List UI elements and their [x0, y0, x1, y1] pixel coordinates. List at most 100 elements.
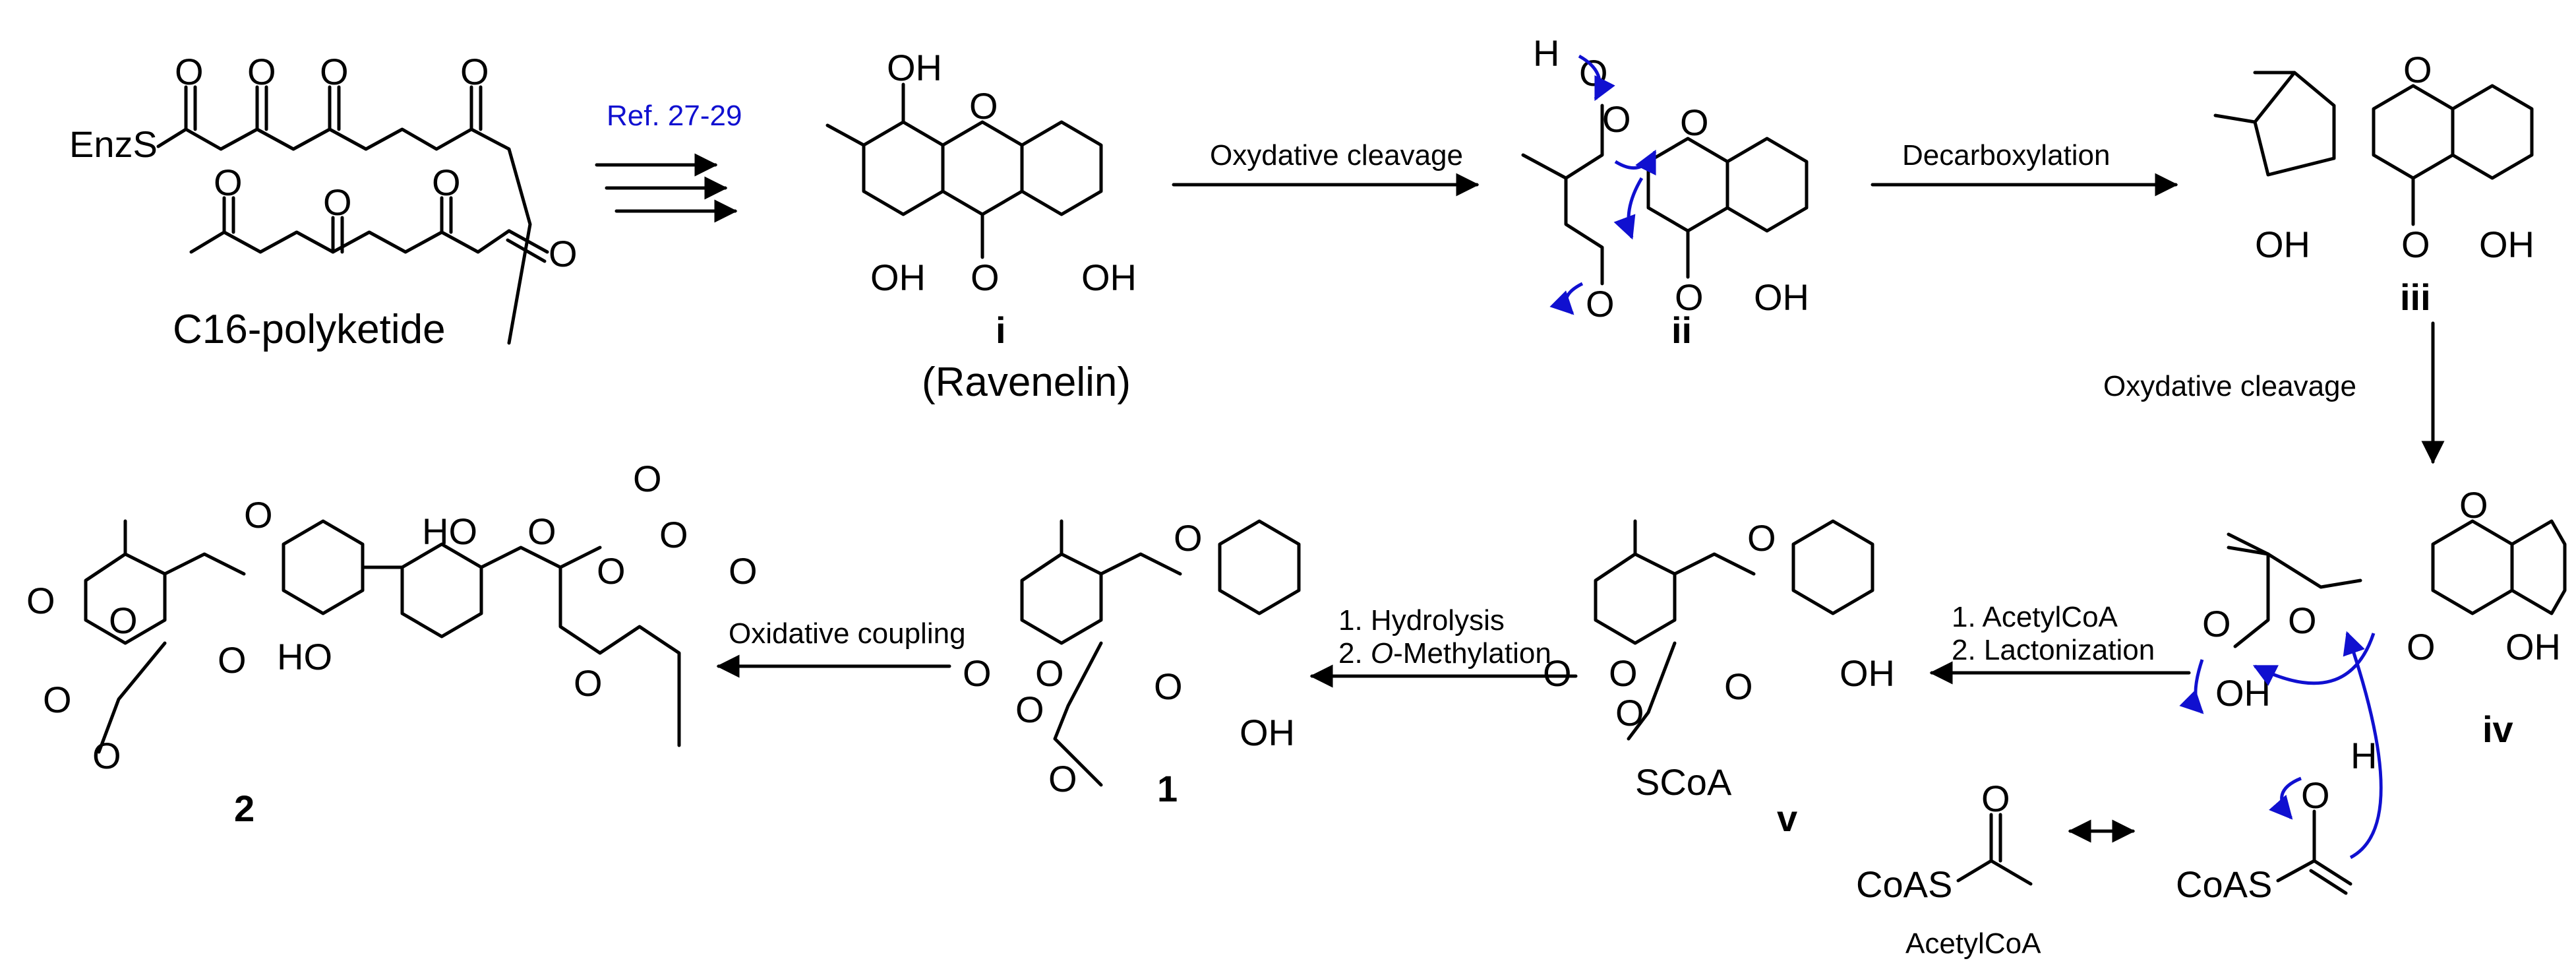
iv-mechanism-arrow-1 — [2252, 633, 2376, 686]
ii-mechanism-arrow-1 — [1578, 54, 1615, 102]
ii-h: H — [1533, 32, 1559, 74]
compound-label-1: 1 — [1157, 768, 1178, 809]
c2-right-lactone-o1: O — [597, 550, 626, 592]
v-oh: OH — [1840, 652, 1895, 694]
iii-oh-right: OH — [2479, 224, 2534, 265]
c1-ring-o: O — [1174, 517, 1203, 559]
iii-oh-left: OH — [2255, 224, 2310, 265]
compound-v-structure: O O O O OH O SCoA — [1543, 517, 1895, 803]
compound-label-v: v — [1777, 797, 1797, 839]
ravenelin-name: (Ravenelin) — [922, 359, 1131, 405]
iv-ketone-o-1: O — [2288, 600, 2317, 641]
compound-label-iv: iv — [2482, 708, 2513, 750]
step-label-lactonization: 2. Lactonization — [1952, 634, 2155, 666]
iv-oh-aromatic: OH — [2505, 626, 2561, 668]
v-lactone-o2: O — [1609, 652, 1638, 694]
polyketide-o1: O — [175, 51, 204, 92]
ravenelin-ring-o: O — [969, 85, 998, 127]
v-ketone-o: O — [1724, 666, 1753, 707]
iv-ketone-o-2: O — [2407, 626, 2436, 668]
ii-o-ketone: O — [1586, 283, 1615, 325]
c2-right-lactone-o2: O — [729, 550, 758, 592]
compound-label-ii: ii — [1671, 309, 1692, 351]
c2-left-lactone-o2: O — [109, 600, 138, 641]
ii-mechanism-arrow-2 — [1614, 149, 1657, 176]
compound-1-structure: O O O O OH O O — [963, 517, 1301, 799]
step-label-hydrolysis: 1. Hydrolysis — [1338, 604, 1505, 637]
v-thioester-o: O — [1615, 692, 1644, 734]
c2-left-ester-o1: O — [43, 679, 72, 720]
ii-mechanism-arrow-4 — [1549, 282, 1584, 315]
c2-left-ring-o: O — [244, 494, 273, 536]
enol-h: H — [2351, 735, 2377, 776]
enzs-label: EnzS — [69, 123, 158, 165]
acetylcoa-enol-structure: CoAS O H — [2176, 631, 2383, 905]
iv-ring-o: O — [2459, 484, 2488, 526]
step-label-acetylcoa: 1. AcetylCoA — [1952, 601, 2118, 633]
compound-2-structure: O O O O HO O O HO O O O O O O — [26, 458, 758, 776]
c1-ketone-o: O — [1154, 666, 1183, 707]
enol-attack-arrow — [2343, 631, 2383, 860]
compound-label-iii: iii — [2400, 276, 2431, 318]
c2-left-ho: HO — [277, 636, 332, 677]
ii-o-carbonyl: O — [1602, 98, 1631, 140]
enol-o: O — [2301, 774, 2330, 816]
v-scoa: SCoA — [1635, 761, 1732, 803]
compound-label-2: 2 — [234, 788, 255, 829]
iv-o-acid: O — [2202, 603, 2231, 644]
step-label-decarboxylation: Decarboxylation — [1902, 139, 2111, 172]
c2-left-ketone-o: O — [218, 639, 247, 681]
polyketide-o2: O — [247, 51, 276, 92]
step-label-coupling: Oxidative coupling — [729, 617, 966, 650]
c2-right-ester-o2: O — [659, 514, 688, 555]
polyketide-o7: O — [432, 162, 461, 203]
v-ring-o: O — [1747, 517, 1776, 559]
acetylcoa-name: AcetylCoA — [1905, 927, 2041, 960]
polyketide-o8: O — [549, 233, 578, 274]
compound-iii-structure: O O OH OH — [2213, 49, 2534, 265]
polyketide-o3: O — [320, 51, 349, 92]
polyketide-name: C16-polyketide — [173, 307, 446, 352]
iii-ketone-o: O — [2401, 224, 2430, 265]
ii-ring-o: O — [1680, 102, 1709, 143]
iv-oh: OH — [2215, 672, 2271, 714]
ravenelin-oh-right: OH — [1081, 257, 1137, 298]
acetylcoa-structure: CoAS O — [1856, 778, 2033, 905]
compound-label-i: i — [996, 309, 1006, 351]
iv-mechanism-arrow-2 — [2179, 659, 2204, 714]
ravenelin-structure: OH O O OH OH — [825, 47, 1137, 298]
ii-mechanism-arrow-3 — [1613, 177, 1644, 240]
acetylcoa-coas: CoAS — [1856, 863, 1952, 905]
c2-left-ester-o2: O — [92, 735, 121, 776]
iii-ring-o: O — [2403, 49, 2432, 90]
compound-iv-structure: O OH O O O OH — [2179, 484, 2567, 714]
ii-ketone-o: O — [1675, 276, 1704, 318]
polyketide-o5: O — [214, 162, 243, 203]
c2-right-ketone-o: O — [527, 511, 556, 552]
v-lactone-o1: O — [1543, 652, 1572, 694]
enol-coas: CoAS — [2176, 863, 2272, 905]
c1-ester-o1: O — [1015, 689, 1044, 730]
step-label-cleavage2: Oxydative cleavage — [2103, 370, 2356, 402]
c1-lactone-o2: O — [1035, 652, 1064, 694]
c1-lactone-o1: O — [963, 652, 992, 694]
polyketide-o6: O — [323, 181, 352, 223]
polyketide-structure: EnzS O O O O O O O O — [69, 51, 578, 345]
c2-left-lactone-o1: O — [26, 580, 55, 621]
polyketide-o4: O — [460, 51, 489, 92]
ravenelin-oh-top: OH — [887, 47, 942, 88]
step-label-cleavage1: Oxydative cleavage — [1210, 139, 1463, 172]
ii-oh: OH — [1754, 276, 1809, 318]
acetylcoa-o: O — [1981, 778, 2010, 819]
reference-label: Ref. 27-29 — [607, 100, 742, 132]
enol-mechanism-arrow — [2269, 776, 2302, 820]
c2-right-ring-o: O — [574, 662, 603, 704]
ravenelin-ketone-o: O — [971, 257, 1000, 298]
ravenelin-oh-left: OH — [870, 257, 926, 298]
c1-ester-o2: O — [1048, 758, 1077, 799]
c1-oh: OH — [1240, 712, 1295, 753]
c2-right-ho: HO — [422, 511, 477, 552]
step-label-methylation: 2. O-Methylation — [1338, 637, 1551, 670]
c2-right-ester-o1: O — [633, 458, 662, 499]
